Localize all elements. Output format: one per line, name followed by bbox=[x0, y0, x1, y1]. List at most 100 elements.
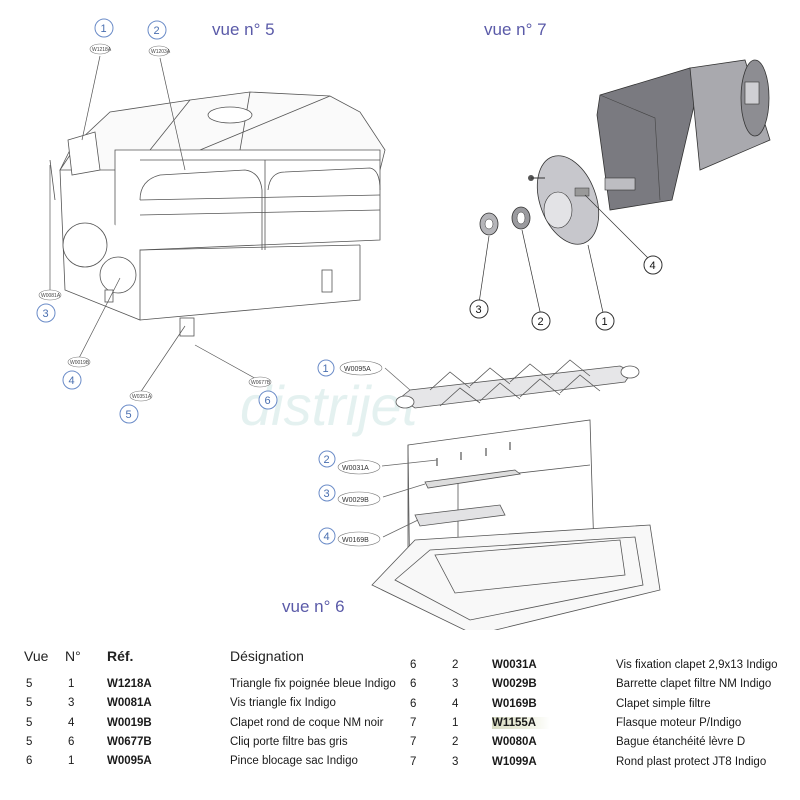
vue6-callout-3: 3 W0029B bbox=[318, 484, 381, 507]
cell-ref: W0029B bbox=[492, 678, 537, 691]
vue5-robot-body bbox=[49, 91, 386, 337]
vue5-callout-1-num: 1 bbox=[101, 23, 107, 35]
vue5-callout-4-ref: W0019B bbox=[70, 360, 90, 366]
vue5-callout-2: 2 W1203A bbox=[147, 20, 171, 57]
cell-ref: W0019B bbox=[107, 716, 152, 729]
cell-ref: W0169B bbox=[492, 697, 537, 710]
vue6-filter-assembly bbox=[371, 359, 661, 630]
cell-vue: 5 bbox=[26, 716, 33, 729]
cell-no: 2 bbox=[452, 736, 459, 749]
cell-vue: 5 bbox=[26, 678, 33, 690]
cell-designation: Bague étanchéité lèvre D bbox=[616, 736, 746, 749]
vue5-callout-5-num: 5 bbox=[126, 409, 132, 421]
vue5-callout-3: W0081A 3 bbox=[36, 289, 62, 323]
cell-vue: 6 bbox=[26, 755, 33, 768]
table-row: 5 4 W0019B Clapet rond de coque NM noir bbox=[0, 717, 800, 736]
cell-designation: Vis fixation clapet 2,9x13 Indigo bbox=[616, 659, 778, 671]
cell-no: 3 bbox=[68, 697, 75, 710]
table-row: 5 1 W1218A Triangle fix poignée bleue Indig… bbox=[0, 678, 800, 697]
table-row: 6 4 W0169B Clapet simple filtre bbox=[0, 698, 800, 717]
cell-designation: Triangle fix poignée bleue Indigo bbox=[230, 678, 396, 690]
cell-designation: Flasque moteur P/Indigo bbox=[616, 716, 742, 729]
cell-vue: 7 bbox=[410, 716, 417, 729]
cell-ref: W1155A bbox=[492, 716, 551, 729]
cell-vue: 7 bbox=[410, 736, 417, 749]
vue7-callout-2: 2 bbox=[538, 316, 544, 328]
vue5-callout-3-num: 3 bbox=[43, 308, 49, 320]
cell-vue: 6 bbox=[410, 659, 417, 671]
vue5-callout-5-ref: W0351A bbox=[132, 394, 152, 400]
vue6-callout-2: 2 W0031A bbox=[318, 450, 381, 475]
vue5-callout-1-ref: W1218A bbox=[92, 47, 112, 53]
cell-designation: Clapet rond de coque NM noir bbox=[230, 716, 384, 729]
header-no: N° bbox=[65, 648, 81, 664]
vue7-motor-assembly bbox=[479, 59, 771, 245]
cell-ref: W1218A bbox=[107, 678, 152, 690]
cell-ref: W1099A bbox=[492, 755, 537, 768]
cell-no: 4 bbox=[452, 697, 459, 710]
vue6-title: vue n° 6 bbox=[282, 597, 345, 616]
table-row: 6 2 W0031A Vis fixation clapet 2,9x13 Indig… bbox=[0, 659, 800, 678]
vue5-callout-5: W0351A 5 bbox=[119, 390, 153, 424]
cell-designation: Pince blocage sac Indigo bbox=[230, 755, 358, 768]
cell-vue: 6 bbox=[410, 697, 417, 710]
vue5-leader-lines bbox=[49, 55, 261, 394]
vue5-callout-3-ref: W0081A bbox=[41, 293, 61, 299]
cell-designation: Barrette clapet filtre NM Indigo bbox=[616, 678, 772, 691]
cell-ref: W0081A bbox=[107, 697, 152, 710]
cell-no: 1 bbox=[68, 678, 75, 690]
cell-designation: Clapet simple filtre bbox=[616, 697, 711, 710]
vue6-callout-4-ref: W0169B bbox=[342, 537, 369, 544]
cell-vue: 6 bbox=[410, 678, 417, 691]
vue5-callout-6-ref: W0677B bbox=[251, 380, 271, 386]
vue6-callout-2-num: 2 bbox=[324, 454, 330, 466]
vue6-callout-3-ref: W0029B bbox=[342, 497, 369, 504]
table-row: 6 1 W0095A Pince blocage sac Indigo bbox=[0, 755, 800, 774]
cell-no: 4 bbox=[68, 716, 75, 729]
cell-no: 3 bbox=[452, 678, 459, 691]
vue5-title: vue n° 5 bbox=[212, 20, 275, 39]
cell-ref: W0080A bbox=[492, 736, 537, 749]
header-vue: Vue bbox=[24, 648, 49, 664]
vue6-callout-1: 1 W0095A bbox=[317, 359, 383, 377]
vue5-callout-4: W0019B 4 bbox=[62, 356, 91, 390]
exploded-parts-diagram: distrijet vue n° 5 vue n° 7 vue n° 6 bbox=[36, 18, 771, 630]
vue7-callout-4: 4 bbox=[650, 260, 656, 272]
table-row: 5 6 W0677B Cliq porte filtre bas gris bbox=[0, 736, 800, 755]
vue6-callout-4-num: 4 bbox=[324, 531, 330, 543]
vue5-callout-1: 1 W1218A bbox=[89, 18, 114, 55]
table-row: 7 2 W0080A Bague étanchéité lèvre D bbox=[0, 736, 800, 755]
vue5-callout-6: W0677B 6 bbox=[248, 376, 278, 410]
header-ref: Réf. bbox=[107, 648, 134, 664]
cell-vue: 5 bbox=[26, 735, 33, 748]
cell-no: 2 bbox=[452, 659, 459, 671]
cell-ref: W0031A bbox=[492, 659, 537, 671]
vue7-leader-lines bbox=[478, 194, 653, 318]
cell-no: 1 bbox=[452, 716, 459, 729]
vue6-callout-4: 4 W0169B bbox=[318, 527, 381, 547]
vue7-callouts: 3 2 1 4 bbox=[469, 255, 663, 331]
cell-no: 6 bbox=[68, 735, 75, 748]
vue5-callout-2-num: 2 bbox=[154, 25, 160, 37]
cell-designation: Vis triangle fix Indigo bbox=[230, 697, 336, 710]
cell-ref: W0677B bbox=[107, 735, 152, 748]
vue6-callout-3-num: 3 bbox=[324, 488, 330, 500]
vue6-callout-1-num: 1 bbox=[323, 363, 329, 375]
vue5-callout-4-num: 4 bbox=[69, 375, 75, 387]
vue6-callout-1-ref: W0095A bbox=[344, 366, 371, 373]
cell-no: 1 bbox=[68, 755, 75, 768]
cell-designation: Cliq porte filtre bas gris bbox=[230, 735, 348, 748]
table-row: 6 3 W0029B Barrette clapet filtre NM Indigo bbox=[0, 678, 800, 697]
vue6-leader-lines bbox=[381, 367, 438, 538]
vue7-callout-1: 1 bbox=[602, 316, 608, 328]
cell-ref: W0095A bbox=[107, 755, 152, 768]
vue7-callout-3: 3 bbox=[476, 304, 482, 316]
cell-vue: 7 bbox=[410, 755, 417, 768]
vue5-callout-6-num: 6 bbox=[265, 395, 271, 407]
cell-designation: Rond plast protect JT8 Indigo bbox=[616, 755, 767, 768]
vue7-title: vue n° 7 bbox=[484, 20, 547, 39]
vue6-callout-2-ref: W0031A bbox=[342, 465, 369, 472]
